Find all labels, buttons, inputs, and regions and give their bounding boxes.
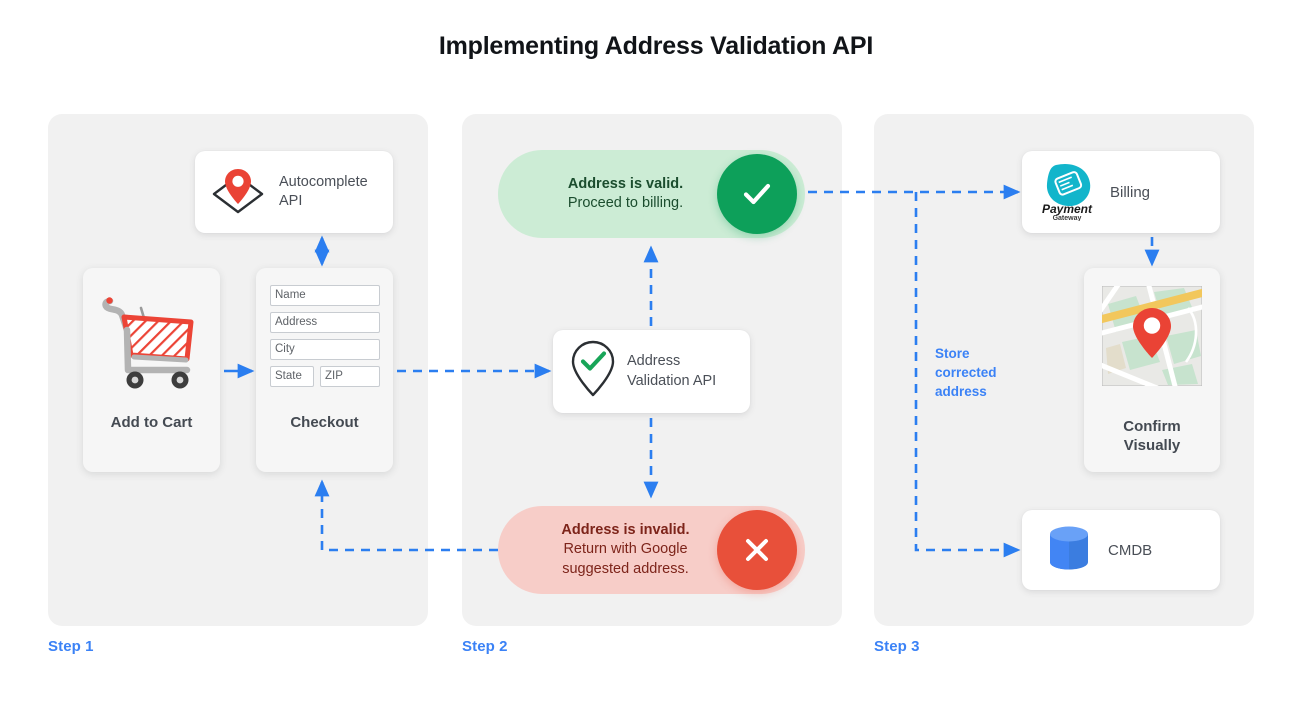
name-field[interactable]: Name xyxy=(270,285,380,306)
address-valid-headline: Address is valid. xyxy=(567,175,684,192)
pill-address-valid[interactable]: Address is valid. Proceed to billing. xyxy=(498,150,805,238)
check-circle-icon xyxy=(717,154,797,234)
shopping-cart-icon xyxy=(94,282,209,399)
step-label-2: Step 2 xyxy=(462,638,508,655)
map-pin-diamond-icon xyxy=(207,163,269,222)
step-label-1: Step 1 xyxy=(48,638,94,655)
card-cmdb[interactable]: CMDB xyxy=(1022,510,1220,590)
pill-address-invalid[interactable]: Address is invalid. Return with Google s… xyxy=(498,506,805,594)
checkout-form: Name Address City State ZIP xyxy=(270,285,380,387)
payment-logo-secondary: Gateway xyxy=(1053,215,1082,221)
state-field[interactable]: State xyxy=(270,366,314,387)
autocomplete-api-label: Autocomplete API xyxy=(279,173,368,209)
step-label-3: Step 3 xyxy=(874,638,920,655)
payment-gateway-icon: Payment Gateway xyxy=(1036,159,1098,226)
address-invalid-subtext-line2: suggested address. xyxy=(562,560,689,577)
validation-label-line2: Validation API xyxy=(627,372,717,389)
confirm-visually-title: Confirm Visually xyxy=(1084,418,1220,456)
store-corrected-address-annotation: Store corrected address xyxy=(935,346,997,400)
address-invalid-headline: Address is invalid. xyxy=(561,521,690,538)
cmdb-label: CMDB xyxy=(1108,541,1153,559)
add-to-cart-title: Add to Cart xyxy=(110,414,193,431)
address-validation-api-label: Address Validation API xyxy=(627,352,716,390)
card-billing[interactable]: Payment Gateway Billing xyxy=(1022,151,1220,233)
card-address-validation-api[interactable]: Address Validation API xyxy=(553,330,750,413)
database-icon xyxy=(1044,523,1094,578)
confirm-title-line1: Confirm xyxy=(1123,418,1181,435)
zip-field[interactable]: ZIP xyxy=(320,366,380,387)
state-zip-row: State ZIP xyxy=(270,366,380,387)
address-valid-subtext: Proceed to billing. xyxy=(567,195,684,211)
map-thumbnail-icon xyxy=(1095,280,1208,393)
validation-label-line1: Address xyxy=(627,353,681,370)
card-checkout[interactable]: Name Address City State ZIP Checkout xyxy=(256,268,393,472)
card-autocomplete-api[interactable]: Autocomplete API xyxy=(195,151,393,233)
confirm-title-line2: Visually xyxy=(1123,436,1181,454)
city-field[interactable]: City xyxy=(270,339,380,360)
address-invalid-text: Address is invalid. Return with Google s… xyxy=(498,521,805,579)
card-add-to-cart[interactable]: Add to Cart xyxy=(83,268,220,472)
address-valid-text: Address is valid. Proceed to billing. xyxy=(498,175,805,214)
checkout-title: Checkout xyxy=(290,414,359,431)
address-invalid-subtext-line1: Return with Google xyxy=(563,541,688,558)
x-circle-icon xyxy=(717,510,797,590)
billing-label: Billing xyxy=(1110,183,1151,201)
address-field[interactable]: Address xyxy=(270,312,380,333)
pin-check-icon xyxy=(567,338,619,405)
payment-logo-primary: Payment xyxy=(1042,202,1093,216)
page-title: Implementing Address Validation API xyxy=(438,32,874,60)
card-confirm-visually[interactable]: Confirm Visually xyxy=(1084,268,1220,472)
